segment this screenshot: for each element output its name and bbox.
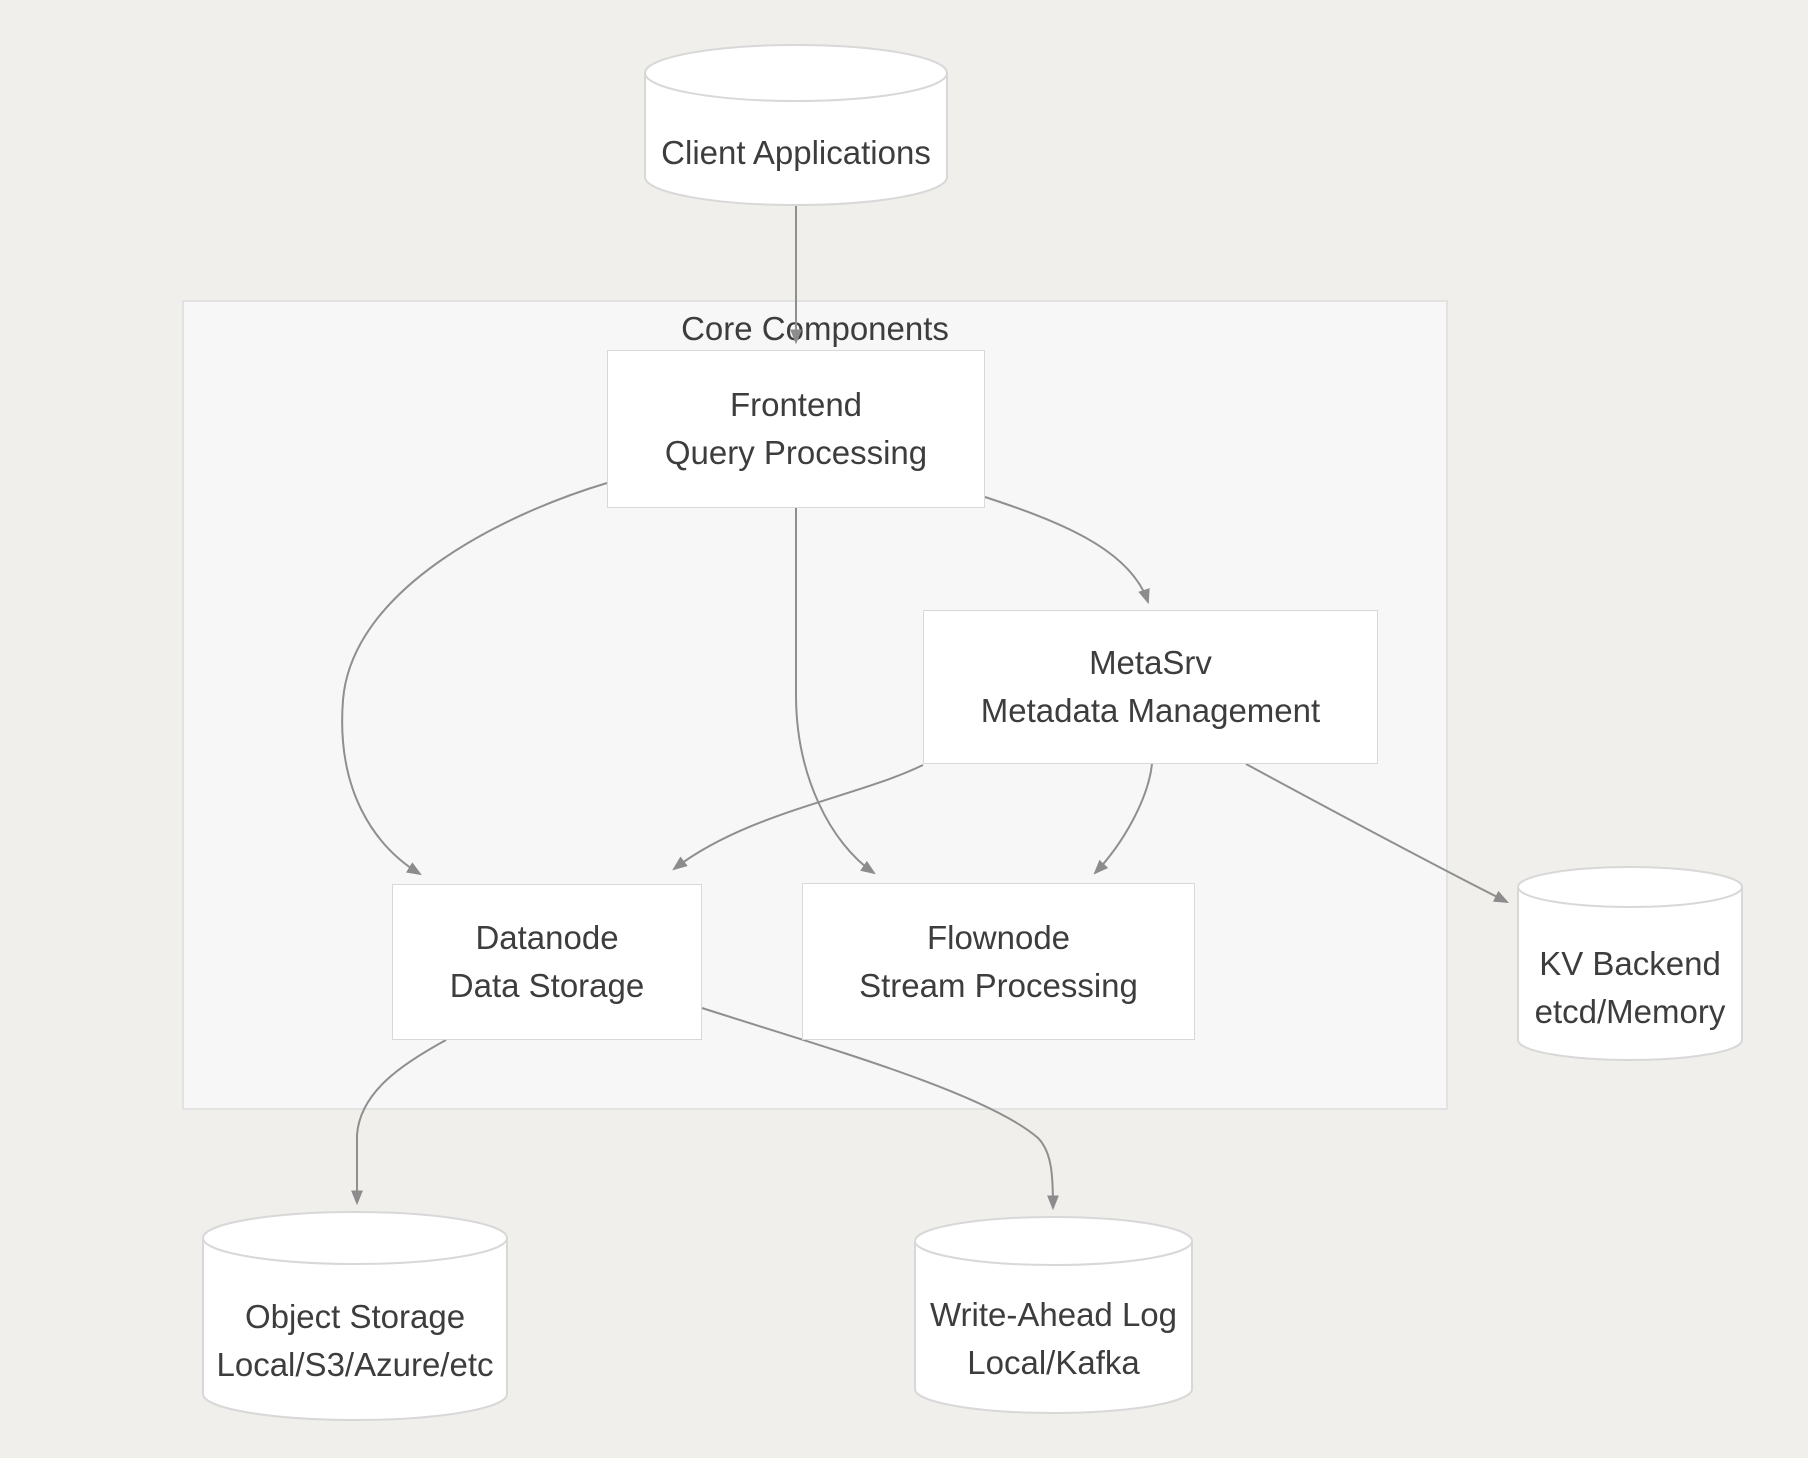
node-frontend: Frontend Query Processing [607,350,985,508]
node-datanode: Datanode Data Storage [392,884,702,1040]
edge-frontend-to-metasrv [984,496,1150,605]
node-flownode: Flownode Stream Processing [802,883,1195,1040]
edge-metasrv-to-kv [1245,763,1510,904]
node-flownode-title: Flownode [926,918,1071,956]
node-frontend-title: Frontend [729,386,863,423]
node-kv-title: KV Backend [1539,944,1721,982]
edge-frontend-to-datanode [341,482,608,876]
node-datanode-title: Datanode [475,919,619,956]
node-kv-backend: KV Backend etcd/Memory [1518,887,1742,1074]
kv-backend-cylinder-shape [1517,866,1743,1061]
node-metasrv: MetaSrv Metadata Management [923,610,1378,764]
edge-metasrv-to-flownode [1093,763,1153,875]
node-datanode-subtitle: Data Storage [449,967,645,1004]
node-frontend-subtitle: Query Processing [664,434,928,471]
edge-datanode-to-objectstorage [351,1039,447,1206]
edge-metasrv-to-datanode [672,764,924,871]
node-flownode-subtitle: Stream Processing [859,966,1138,1004]
edge-datanode-to-wal [701,1007,1059,1211]
node-client-applications: Client Applications [645,73,947,219]
node-object-storage-subtitle: Local/S3/Azure/etc [216,1346,494,1383]
node-object-storage: Object Storage Local/S3/Azure/etc [203,1238,507,1432]
object-storage-cylinder-shape [202,1211,508,1421]
node-write-ahead-log: Write-Ahead Log Local/Kafka [915,1241,1192,1425]
node-wal-title: Write-Ahead Log [929,1296,1178,1333]
core-components-label: Core Components [681,310,949,347]
wal-cylinder-shape [914,1216,1193,1414]
node-kv-subtitle: etcd/Memory [1534,992,1726,1030]
node-metasrv-subtitle: Metadata Management [980,692,1321,729]
node-client-label: Client Applications [661,134,931,171]
client-cylinder-shape [644,44,948,206]
node-metasrv-title: MetaSrv [1089,644,1212,681]
node-wal-subtitle: Local/Kafka [967,1344,1140,1381]
node-object-storage-title: Object Storage [244,1298,466,1335]
edge-frontend-to-flownode [795,508,876,875]
